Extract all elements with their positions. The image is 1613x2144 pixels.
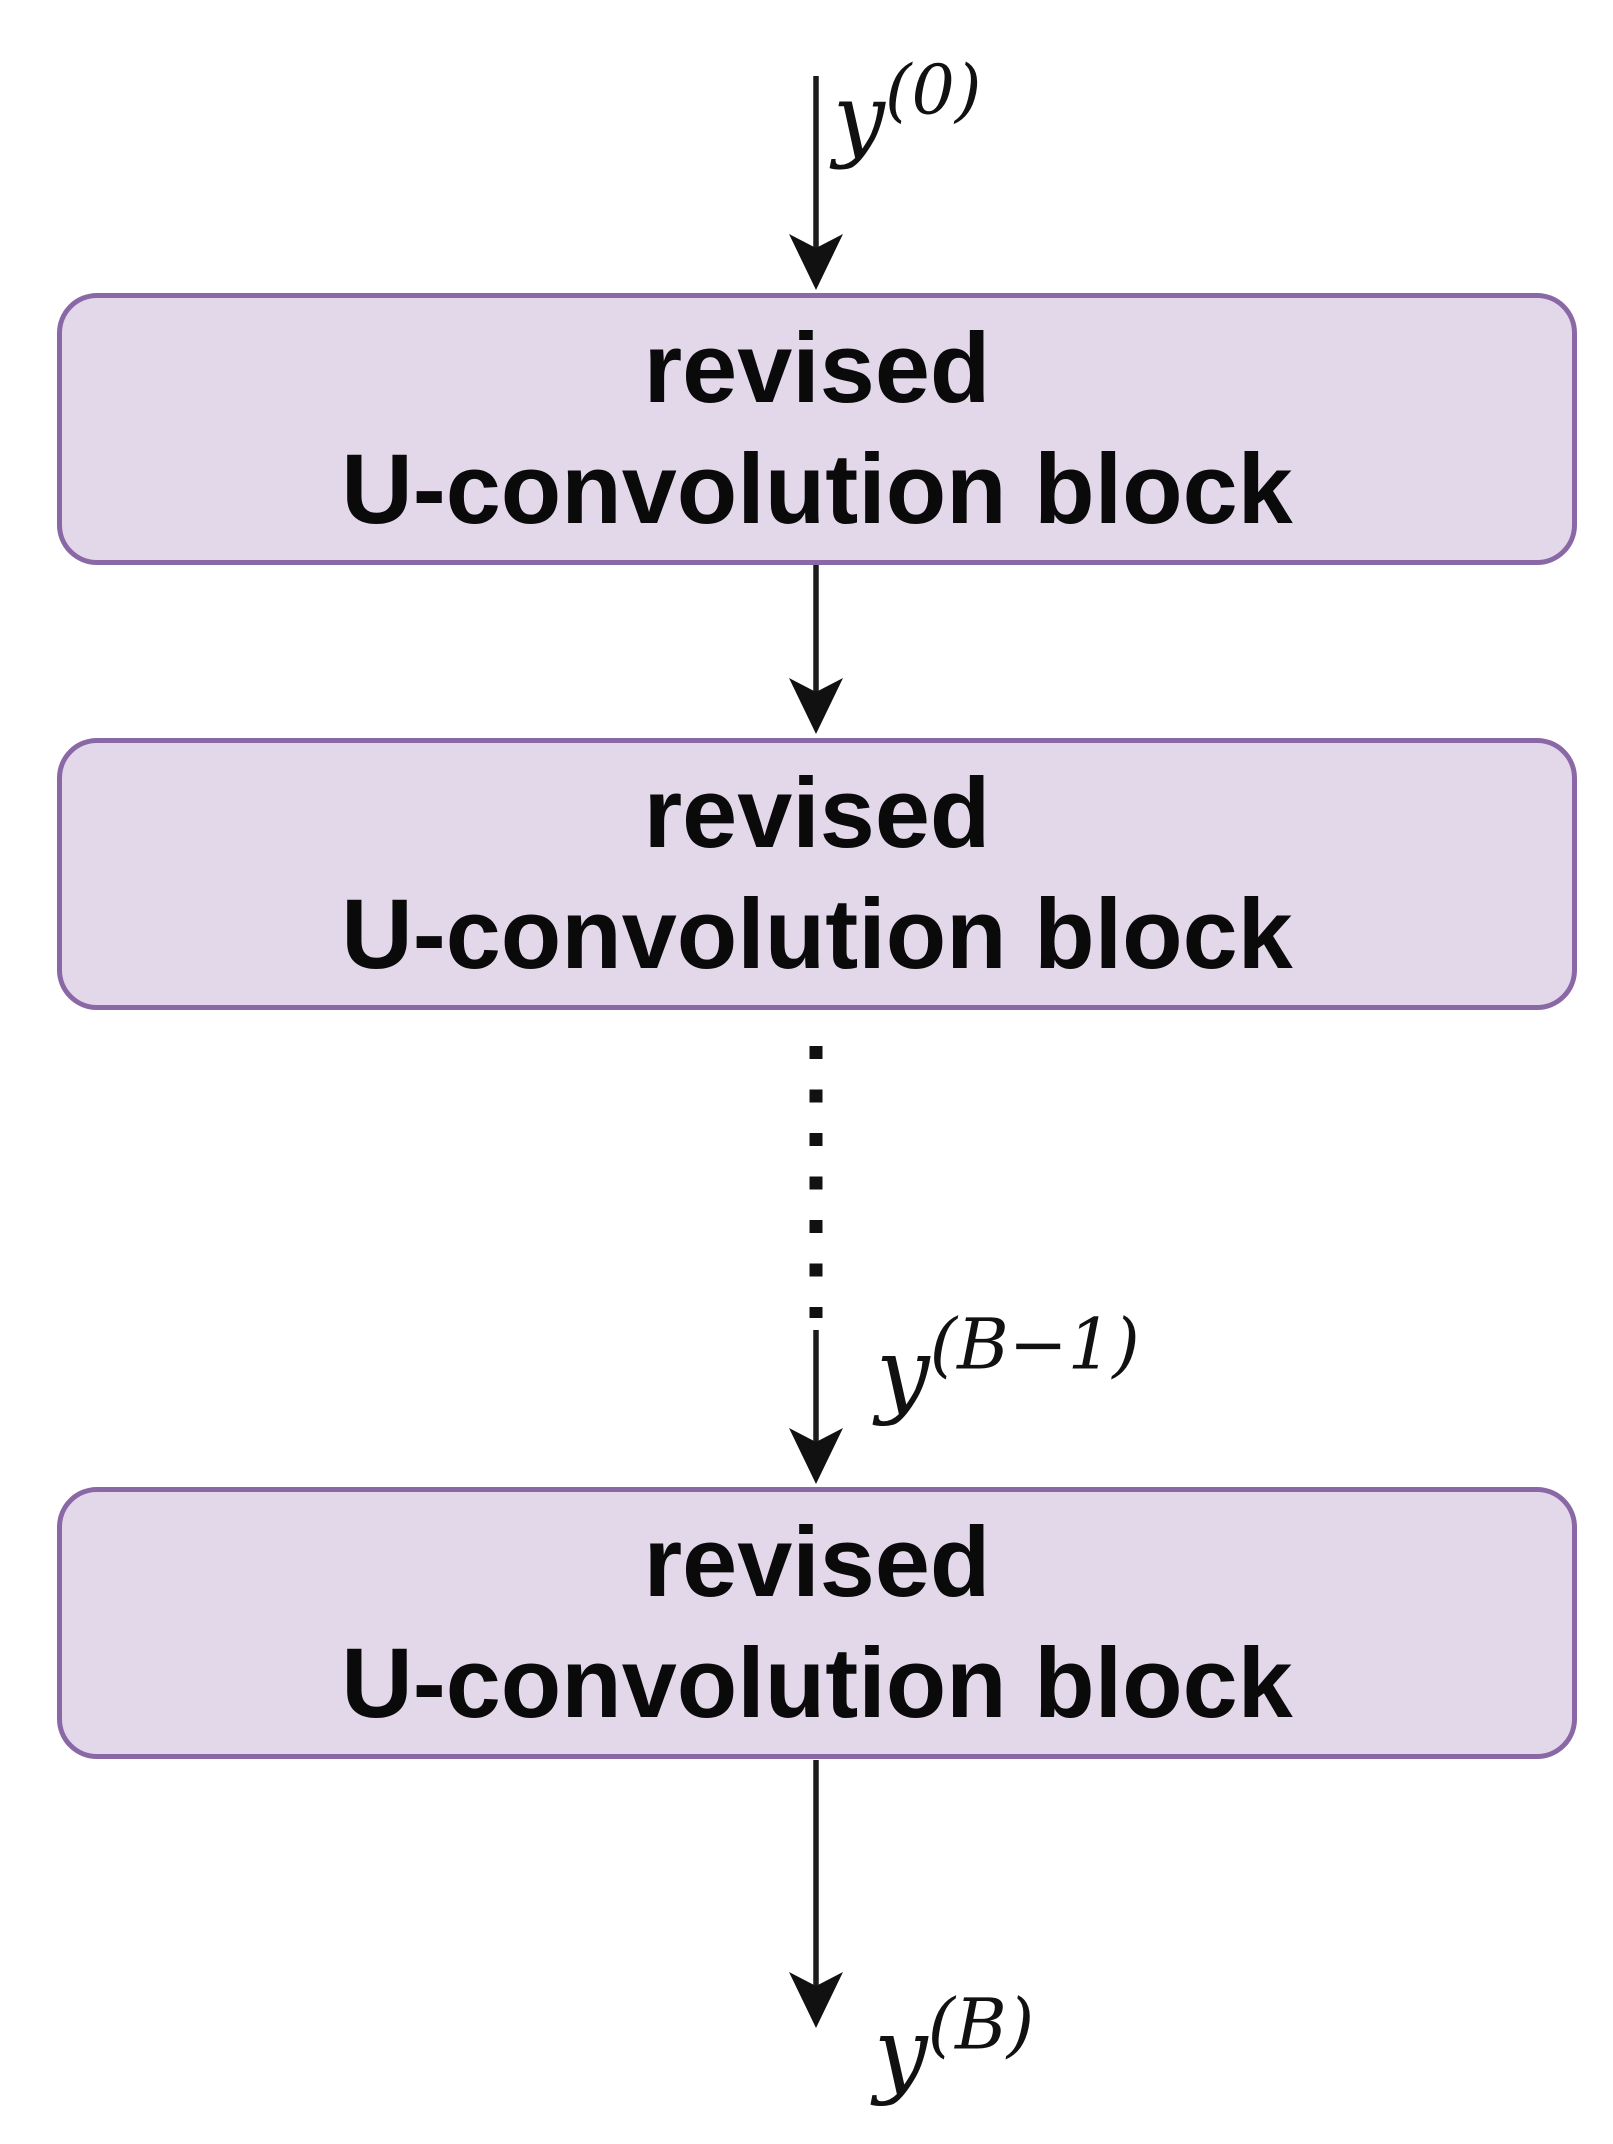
input-label-y0: y(0) — [833, 57, 981, 171]
block-2-label-line1: revised — [643, 757, 991, 869]
block-1-label-line2: U-convolution block — [341, 433, 1293, 544]
revised-u-convolution-block-3: revised U-convolution block — [57, 1487, 1577, 1759]
output-label-base: y — [874, 1998, 928, 2108]
block-3-label-line1: revised — [643, 1506, 991, 1618]
input-label-sup: (0) — [884, 51, 982, 131]
intermediate-label-yB-1: y(B−1) — [876, 1309, 1140, 1428]
block-2-label-line2: U-convolution block — [341, 878, 1293, 989]
block-3-label-line2: U-convolution block — [341, 1627, 1293, 1738]
revised-u-convolution-block-2: revised U-convolution block — [57, 738, 1577, 1010]
intermediate-label-sup: (B−1) — [929, 1303, 1140, 1386]
output-label-yB: y(B) — [874, 1989, 1034, 2108]
input-label-base: y — [833, 64, 885, 171]
block-1-label-line1: revised — [643, 312, 991, 424]
output-label-sup: (B) — [927, 1983, 1035, 2066]
revised-u-convolution-block-1: revised U-convolution block — [57, 293, 1577, 565]
intermediate-label-base: y — [876, 1318, 930, 1428]
connector-arrow-to-block3 — [789, 1330, 843, 1484]
connector-arrow-block1-block2 — [789, 564, 843, 734]
output-arrow — [789, 1760, 843, 2028]
